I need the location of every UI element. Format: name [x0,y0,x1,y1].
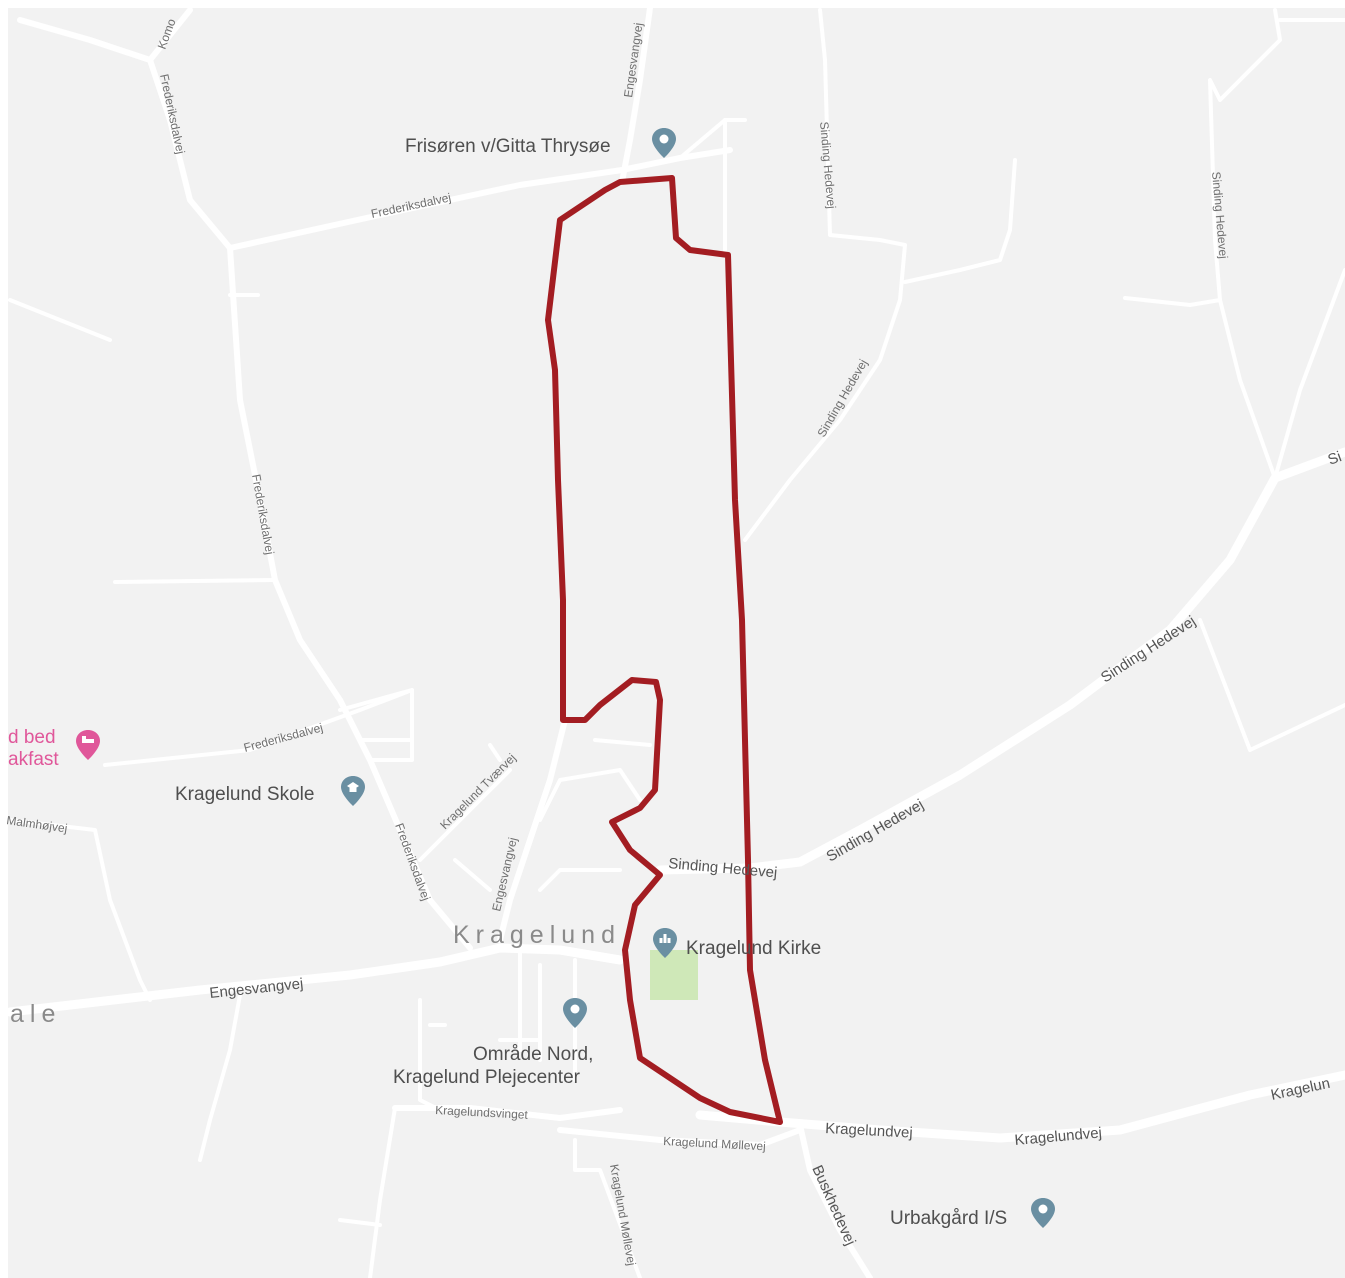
route-line[interactable] [545,175,783,1125]
poi-urbakgard-label: Urbakgård I/S [890,1208,1007,1229]
map-pin-icon [1031,1198,1055,1228]
road-network [5,5,1345,1278]
road-mollevej-south[interactable] [573,1138,642,1278]
road-frederiksdalvej-upper[interactable] [227,147,733,251]
map-frame-top [0,0,1345,8]
poi-plejecenter-line1: Område Nord, [473,1044,593,1065]
church-icon [653,928,677,958]
poi-bnb-line1: d bed [8,727,56,748]
label-kragelundvej-1: Kragelundvej [825,1120,913,1142]
church-grounds [650,950,698,1000]
road-west-mid[interactable] [113,578,277,584]
road-village-6[interactable] [428,1023,542,1042]
road-skole-block[interactable] [338,688,414,762]
poi-frisoren[interactable]: Frisøren v/Gitta Thrysøe [405,128,676,158]
poi-kragelund-kirke[interactable]: Kragelund Kirke [653,928,821,959]
road-malmhojvej[interactable] [8,818,152,1002]
road-west-stub[interactable] [8,298,112,342]
label-sinding-partial: Si [1326,448,1344,469]
road-sinding-stub[interactable] [903,158,1017,284]
road-frederiksdalvej-lower[interactable] [103,688,414,767]
road-buskhedevej[interactable] [797,1122,873,1278]
town-label-kragelund: Kragelund [453,921,621,949]
poi-plejecenter[interactable]: Område Nord, Kragelund Plejecenter [393,998,593,1088]
map-frame-left [0,0,8,1278]
road-sinding-hedevej-main[interactable] [655,447,1345,875]
poi-bed-and-breakfast[interactable]: d bed akfast [8,727,100,770]
poi-kirke-label: Kragelund Kirke [686,938,821,959]
road-kragelundsvinget[interactable] [392,1105,623,1121]
town-label-partial: ale [10,1000,61,1028]
label-kragelundsvinget: Kragelundsvinget [435,1103,529,1122]
poi-frisoren-label: Frisøren v/Gitta Thrysøe [405,136,611,157]
school-icon [341,776,365,806]
road-engesvangvej-south[interactable] [497,717,568,943]
map-pin-icon [563,998,587,1028]
road-village-1[interactable] [538,768,642,822]
road-stub-w2[interactable] [198,993,242,1162]
road-village-3[interactable] [593,738,652,747]
road-engesvangvej-main[interactable] [5,943,625,1017]
poi-urbakgard[interactable]: Urbakgård I/S [890,1198,1055,1229]
road-kragelund-tvaervej[interactable] [418,743,512,892]
poi-kragelund-skole[interactable]: Kragelund Skole [175,776,365,806]
road-kragelundsvinget-south[interactable] [368,1106,397,1278]
road-east-lower[interactable] [1198,618,1345,752]
road-komo[interactable] [17,7,193,63]
map-pin-icon [652,128,676,158]
road-village-2[interactable] [538,868,622,892]
poi-skole-label: Kragelund Skole [175,784,314,805]
road-east-branch[interactable] [1123,268,1345,480]
road-sinding-hedevej-north[interactable] [743,8,907,542]
bed-icon [76,730,100,760]
road-stub-sw[interactable] [338,1218,382,1227]
road-kragelund-mollevej[interactable] [557,1127,803,1148]
road-engesvangvej-north[interactable] [619,5,653,185]
label-kragelund-mollevej: Kragelund Møllevej [663,1134,766,1153]
road-frederiksdalvej-nw[interactable] [147,57,233,251]
poi-bnb-line2: akfast [8,749,59,770]
road-frederiksdalvej-long[interactable] [227,245,473,951]
road-east-sinding[interactable] [1208,8,1282,480]
poi-plejecenter-line2: Kragelund Plejecenter [393,1067,581,1088]
